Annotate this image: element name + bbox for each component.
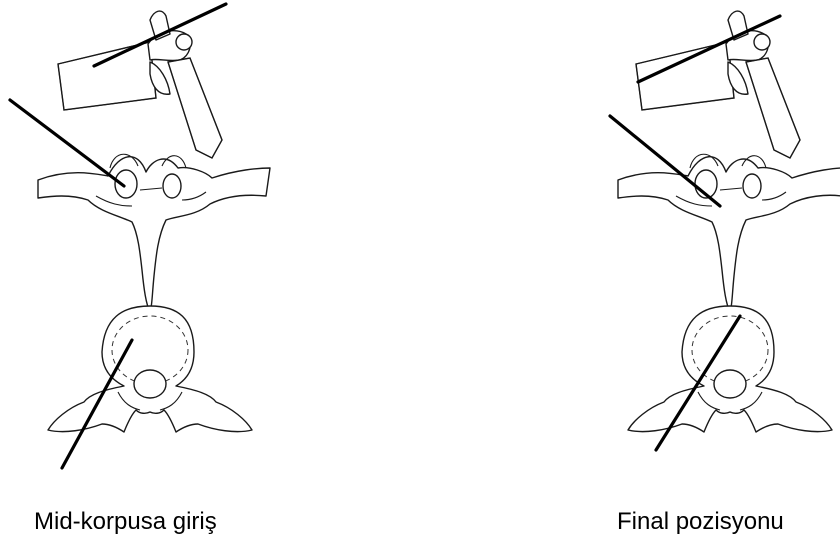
- diagram-panel-right: [520, 0, 840, 480]
- caption-final-position: Final pozisyonu: [617, 508, 784, 536]
- caption-mid-body-entry: Mid-korpusa giriş: [34, 508, 217, 536]
- posterior-vertebra-icon: [618, 154, 840, 312]
- axial-vertebra-icon: [48, 306, 252, 432]
- lateral-vertebra-section-icon: [636, 11, 800, 158]
- vertebra-illustration-left: [0, 0, 320, 480]
- diagram-panel-left: [0, 0, 320, 480]
- posterior-vertebra-icon: [38, 154, 270, 312]
- axial-vertebra-icon: [628, 306, 832, 432]
- lateral-vertebra-section-icon: [58, 11, 222, 158]
- vertebra-illustration-right: [520, 0, 840, 480]
